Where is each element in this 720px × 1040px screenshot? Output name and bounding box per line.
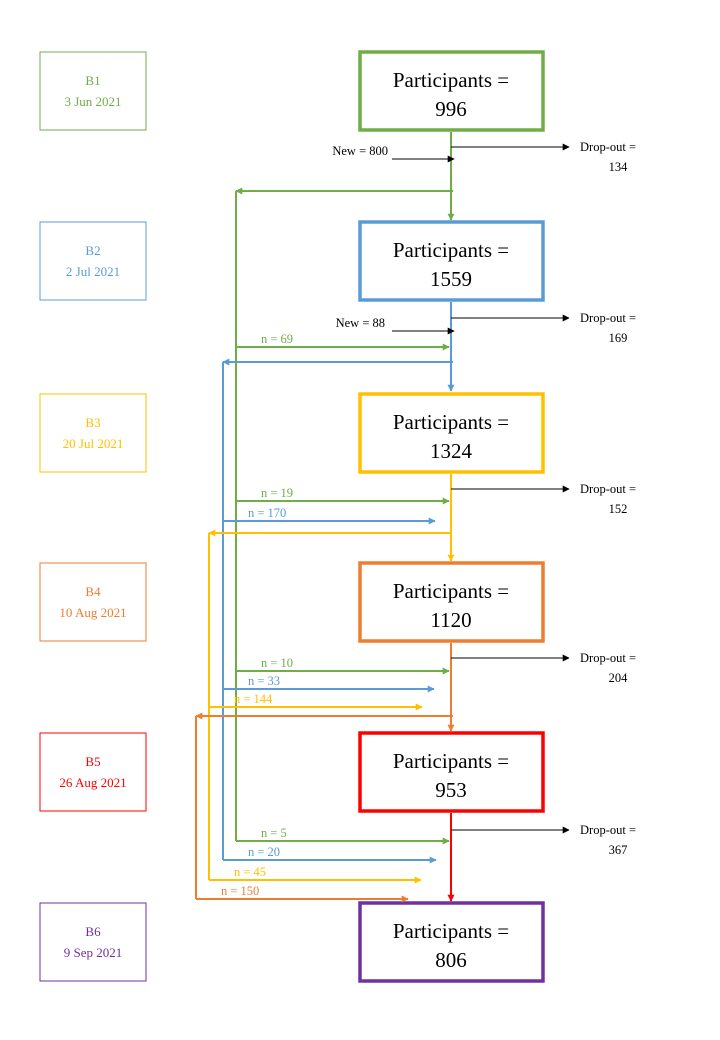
wave-label-b3: B3 20 Jul 2021 [39,393,147,473]
participants-count: 1120 [430,608,471,632]
participants-label: Participants = [393,238,509,262]
participants-box-frame [358,561,545,643]
wave-label-b5: B5 26 Aug 2021 [39,732,147,812]
participants-label: Participants = [393,749,509,773]
wave-label-box [39,732,147,812]
participants-box-frame [358,731,545,813]
participants-box-frame [358,392,545,474]
participants-label: Participants = [393,579,509,603]
wave-date: 20 Jul 2021 [63,436,124,451]
participants-label: Participants = [393,68,509,92]
wave-date: 26 Aug 2021 [59,775,126,790]
return-count-label: n = 19 [261,486,293,500]
participants-box-frame [358,901,545,983]
wave-date: 10 Aug 2021 [59,605,126,620]
return-count-label: n = 33 [248,674,280,688]
wave-id: B6 [85,924,101,939]
return-count-label: n = 20 [248,845,280,859]
wave-id: B3 [85,415,100,430]
dropout-label: Drop-out = [580,140,636,154]
dropout-count: 169 [609,331,628,345]
dropout-label: Drop-out = [580,651,636,665]
return-count-label: n = 144 [234,692,273,706]
participants-box-b6: Participants = 806 [358,901,545,983]
participants-label: Participants = [393,410,509,434]
participants-count: 953 [435,778,467,802]
dropout-count: 152 [609,502,628,516]
new-entry-label: New = 800 [332,144,388,158]
dropout-count: 367 [609,843,628,857]
wave-label-b4: B4 10 Aug 2021 [39,562,147,642]
new-entry-label: New = 88 [336,316,385,330]
return-count-label: n = 5 [261,826,287,840]
dropout-label: Drop-out = [580,311,636,325]
participants-box-b2: Participants = 1559 [358,220,545,302]
return-count-label: n = 10 [261,656,293,670]
wave-label-box [39,393,147,473]
wave-date: 9 Sep 2021 [64,945,123,960]
wave-label-b2: B2 2 Jul 2021 [39,221,147,301]
dropout-count: 204 [609,671,629,685]
wave-id: B1 [85,73,100,88]
wave-label-box [39,221,147,301]
return-count-label: n = 69 [261,332,293,346]
wave-label-box [39,562,147,642]
wave-date: 2 Jul 2021 [66,264,120,279]
wave-label-b6: B6 9 Sep 2021 [39,902,147,982]
participants-box-frame [358,220,545,302]
wave-label-box [39,51,147,131]
dropout-label: Drop-out = [580,823,636,837]
participants-count: 996 [435,97,467,121]
wave-label-b1: B1 3 Jun 2021 [39,51,147,131]
participants-count: 1324 [430,439,473,463]
dropout-count: 134 [609,160,629,174]
wave-date: 3 Jun 2021 [64,94,121,109]
participants-count: 1559 [430,267,472,291]
wave-id: B5 [85,754,100,769]
wave-id: B4 [85,584,101,599]
participants-box-b1: Participants = 996 [358,50,545,132]
participants-count: 806 [435,948,467,972]
dropout-label: Drop-out = [580,482,636,496]
participants-box-b3: Participants = 1324 [358,392,545,474]
participants-label: Participants = [393,919,509,943]
participants-box-b4: Participants = 1120 [358,561,545,643]
return-count-label: n = 45 [234,865,266,879]
return-count-label: n = 150 [221,884,259,898]
participants-box-b5: Participants = 953 [358,731,545,813]
return-count-label: n = 170 [248,506,286,520]
wave-id: B2 [85,243,100,258]
participants-box-frame [358,50,545,132]
wave-label-box [39,902,147,982]
